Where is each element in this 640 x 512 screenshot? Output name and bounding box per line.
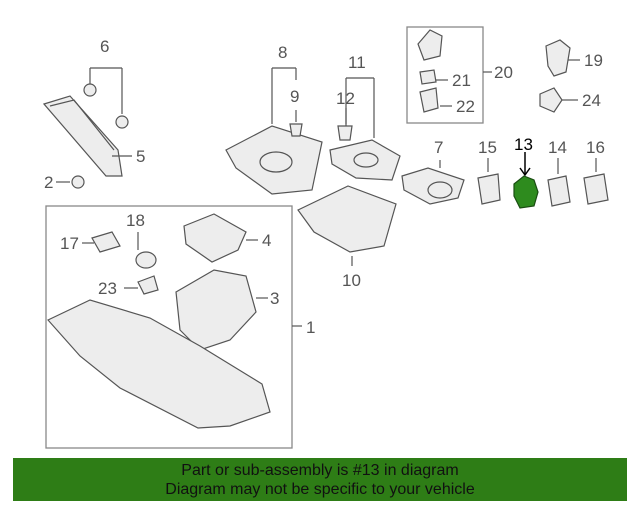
callout-9: 9 xyxy=(290,87,299,106)
part-2-screw xyxy=(56,175,85,189)
shift-knob-group-box xyxy=(406,26,484,124)
part-18-socket xyxy=(135,232,157,269)
part-24-bracket xyxy=(539,87,578,113)
callout-16: 16 xyxy=(586,138,605,157)
part-6-clips xyxy=(83,67,129,129)
callout-10: 10 xyxy=(342,271,361,290)
part-11-bezel xyxy=(329,77,401,181)
callout-23: 23 xyxy=(98,279,117,298)
callout-19: 19 xyxy=(584,51,603,70)
callout-24: 24 xyxy=(582,91,601,110)
callout-18: 18 xyxy=(126,211,145,230)
part-16-switch xyxy=(583,158,609,205)
part-13-switch-highlighted xyxy=(513,152,539,209)
part-21-clip xyxy=(419,69,448,85)
callout-5: 5 xyxy=(136,147,145,166)
console-group-box xyxy=(45,205,293,449)
part-8-shifter-bezel xyxy=(225,67,323,195)
part-12-clip xyxy=(337,108,353,141)
callout-12: 12 xyxy=(336,89,355,108)
part-4-switch-panel xyxy=(183,213,258,263)
part-17-bulb xyxy=(82,231,121,253)
callout-15: 15 xyxy=(478,138,497,157)
part-19-knob xyxy=(545,39,580,77)
part-15-switch xyxy=(477,158,501,205)
callout-22: 22 xyxy=(456,97,475,116)
callout-4: 4 xyxy=(262,231,271,250)
callout-14: 14 xyxy=(548,138,567,157)
banner-line-2: Diagram may not be specific to your vehi… xyxy=(165,481,475,498)
part-3-armrest-bracket xyxy=(175,269,268,351)
banner-line-1: Part or sub-assembly is #13 in diagram xyxy=(181,462,459,479)
callout-7: 7 xyxy=(434,138,443,157)
callout-6: 6 xyxy=(100,37,109,56)
callout-3: 3 xyxy=(270,289,279,308)
part-10-trim xyxy=(297,185,397,266)
callout-17: 17 xyxy=(60,234,79,253)
callout-20: 20 xyxy=(494,63,513,82)
part-7-cupholder xyxy=(401,160,465,205)
callout-11: 11 xyxy=(348,53,366,72)
callout-2: 2 xyxy=(44,173,53,192)
part-20-shift-knob xyxy=(417,29,492,73)
callout-1: 1 xyxy=(306,318,315,337)
part-5-side-trim xyxy=(42,95,123,177)
callout-21: 21 xyxy=(452,71,471,90)
part-14-switch xyxy=(547,158,571,207)
part-22-insert xyxy=(419,87,452,113)
part-9-clip xyxy=(289,110,303,137)
part-23-lens xyxy=(124,275,159,295)
callout-13-highlighted: 13 xyxy=(514,135,533,154)
callout-8: 8 xyxy=(278,43,287,62)
info-banner: Part or sub-assembly is #13 in diagram D… xyxy=(13,458,627,501)
part-1-console xyxy=(47,299,302,429)
